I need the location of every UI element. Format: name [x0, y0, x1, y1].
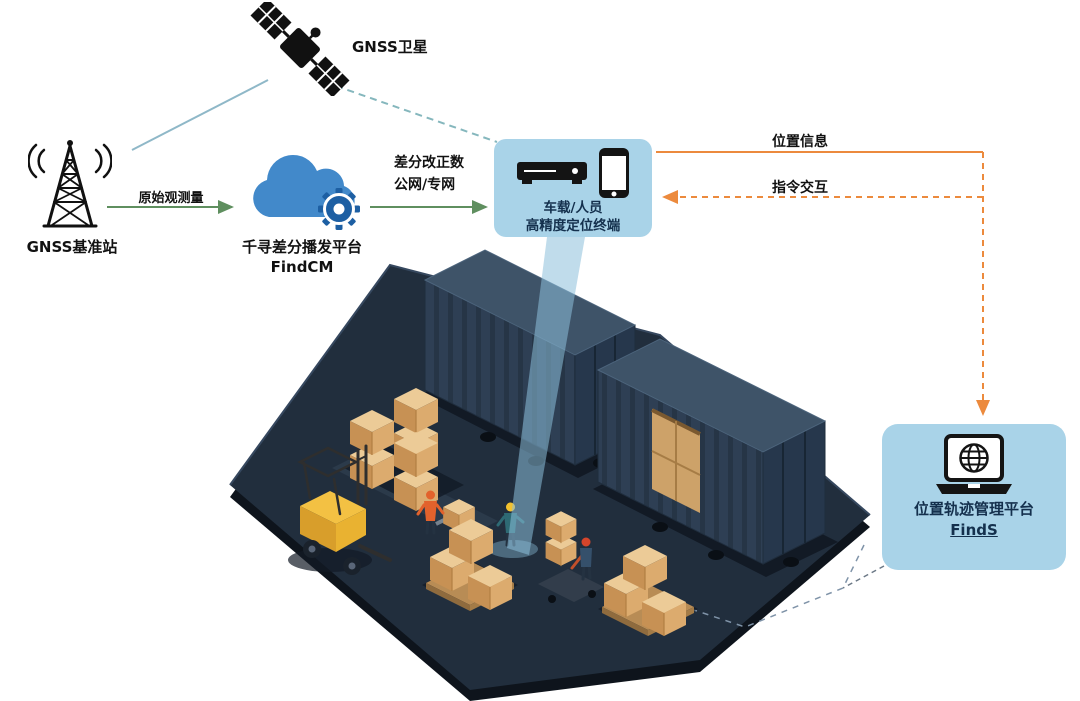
pallet-stack-center — [422, 518, 518, 611]
worker-3 — [580, 537, 592, 581]
warehouse-scene — [229, 249, 871, 701]
radio-tower-icon — [27, 136, 113, 240]
pallet-stack-left — [344, 387, 464, 512]
base-station-label: GNSS基准站 — [26, 238, 118, 256]
terminal-label-line2: 高精度定位终端 — [525, 218, 621, 235]
forklift — [288, 444, 392, 575]
connector-lines — [107, 79, 990, 589]
laptop-globe-icon — [936, 434, 1012, 494]
management-platform-node: 位置轨迹管理平台 FindS — [882, 424, 1066, 570]
management-platform-label: 位置轨迹管理平台 — [913, 500, 1034, 518]
worker-1 — [416, 490, 445, 535]
position-info-label: 位置信息 — [772, 134, 828, 150]
receiver-box-icon — [517, 162, 587, 184]
correction-label-line2: 公网/专网 — [394, 177, 456, 194]
terminal-label-line1: 车载/人员 — [543, 200, 603, 216]
correction-label: 差分改正数 公网/专网 — [394, 152, 464, 197]
satellite-label: GNSS卫星 — [352, 38, 428, 56]
cloud-platform-name: FindCM — [270, 258, 334, 277]
gear-icon — [318, 188, 360, 230]
cloud-gear-icon — [242, 139, 368, 239]
container-2 — [593, 338, 838, 577]
cloud-platform-title: 千寻差分播发平台 — [241, 238, 362, 256]
positioning-beam — [507, 237, 585, 555]
correction-label-line1: 差分改正数 — [394, 155, 464, 171]
satellite-to-terminal-line — [335, 85, 498, 143]
pallet-stack-right — [598, 544, 698, 637]
command-interaction-label: 指令交互 — [772, 180, 828, 196]
management-platform-name: FindS — [950, 521, 998, 540]
satellite-to-station-line — [131, 79, 269, 151]
terminal-node: 车载/人员 高精度定位终端 — [494, 139, 652, 237]
raw-observation-label: 原始观测量 — [138, 191, 204, 206]
gnss-satellite-icon — [243, 0, 355, 100]
terminal-icons — [516, 147, 630, 199]
cloud-platform-label: 千寻差分播发平台 FindCM — [222, 237, 382, 278]
finds-ground-link — [842, 565, 885, 589]
ground-route-dashed — [636, 544, 865, 628]
smartphone-icon — [599, 148, 629, 198]
platform-top — [230, 265, 870, 690]
